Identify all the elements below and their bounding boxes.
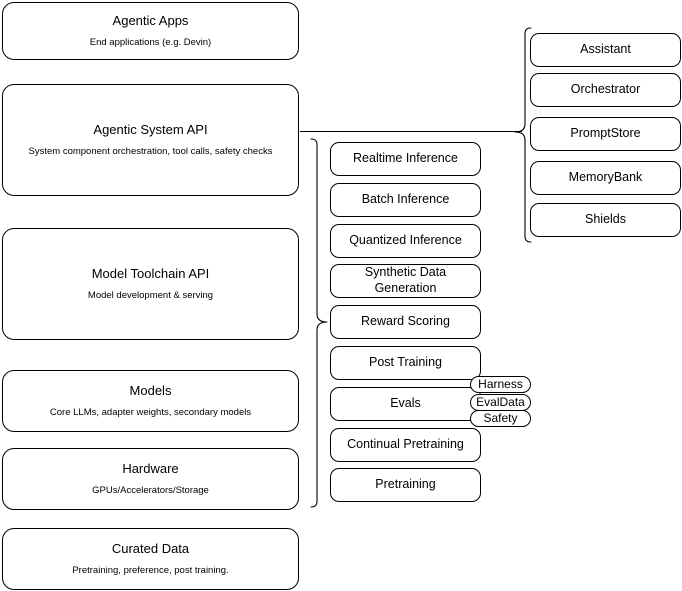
layer-title: Agentic Apps <box>112 13 189 29</box>
capability-label: Synthetic Data Generation <box>364 265 447 295</box>
layer-subtitle: End applications (e.g. Devin) <box>89 36 212 48</box>
capability-post-training[interactable]: Post Training <box>330 346 481 380</box>
layer-card-models[interactable]: Models Core LLMs, adapter weights, secon… <box>2 370 299 432</box>
brace-system-components <box>514 27 532 243</box>
evals-tag-safety[interactable]: Safety <box>470 410 531 427</box>
layer-card-model-toolchain-api[interactable]: Model Toolchain API Model development & … <box>2 228 299 340</box>
capability-label: Pretraining <box>375 477 436 492</box>
system-component-promptstore[interactable]: PromptStore <box>530 117 681 151</box>
layer-subtitle: System component orchestration, tool cal… <box>28 145 273 157</box>
evals-tag-evaldata[interactable]: EvalData <box>470 394 531 411</box>
system-component-label: MemoryBank <box>568 170 643 185</box>
layer-subtitle: Core LLMs, adapter weights, secondary mo… <box>49 406 252 418</box>
system-component-shields[interactable]: Shields <box>530 203 681 237</box>
capability-batch-inference[interactable]: Batch Inference <box>330 183 481 217</box>
capability-label: Continual Pretraining <box>347 437 464 452</box>
capability-label: Reward Scoring <box>361 314 450 329</box>
capability-evals[interactable]: Evals <box>330 387 481 421</box>
evals-tag-harness[interactable]: Harness <box>470 376 531 393</box>
layer-card-hardware[interactable]: Hardware GPUs/Accelerators/Storage <box>2 448 299 510</box>
system-component-label: Shields <box>585 212 626 227</box>
capability-reward-scoring[interactable]: Reward Scoring <box>330 305 481 339</box>
capability-quantized-inference[interactable]: Quantized Inference <box>330 224 481 258</box>
connector-system-api-to-components <box>300 131 522 132</box>
layer-title: Agentic System API <box>93 122 208 138</box>
system-component-orchestrator[interactable]: Orchestrator <box>530 73 681 107</box>
system-component-label: PromptStore <box>570 126 641 141</box>
capability-synthetic-data-generation[interactable]: Synthetic Data Generation <box>330 264 481 298</box>
layer-card-curated-data[interactable]: Curated Data Pretraining, preference, po… <box>2 528 299 590</box>
capability-label: Post Training <box>369 355 442 370</box>
capability-pretraining[interactable]: Pretraining <box>330 468 481 502</box>
layer-card-agentic-system-api[interactable]: Agentic System API System component orch… <box>2 84 299 196</box>
capability-label: Batch Inference <box>361 192 450 207</box>
system-component-label: Orchestrator <box>570 82 641 97</box>
layer-subtitle: GPUs/Accelerators/Storage <box>92 484 209 496</box>
system-component-memorybank[interactable]: MemoryBank <box>530 161 681 195</box>
capability-label: Evals <box>390 396 421 411</box>
layer-title: Model Toolchain API <box>91 266 210 282</box>
capability-continual-pretraining[interactable]: Continual Pretraining <box>330 428 481 462</box>
layer-title: Hardware <box>122 461 179 477</box>
capability-label: Realtime Inference <box>353 151 458 166</box>
layer-card-agentic-apps[interactable]: Agentic Apps End applications (e.g. Devi… <box>2 2 299 60</box>
capability-realtime-inference[interactable]: Realtime Inference <box>330 142 481 176</box>
layer-subtitle: Model development & serving <box>87 289 214 301</box>
system-component-assistant[interactable]: Assistant <box>530 33 681 67</box>
capability-label: Quantized Inference <box>349 233 462 248</box>
layer-subtitle: Pretraining, preference, post training. <box>72 564 229 576</box>
layer-title: Models <box>129 383 172 399</box>
layer-title: Curated Data <box>111 541 190 557</box>
brace-toolchain-capabilities <box>310 138 328 508</box>
system-component-label: Assistant <box>580 42 631 57</box>
